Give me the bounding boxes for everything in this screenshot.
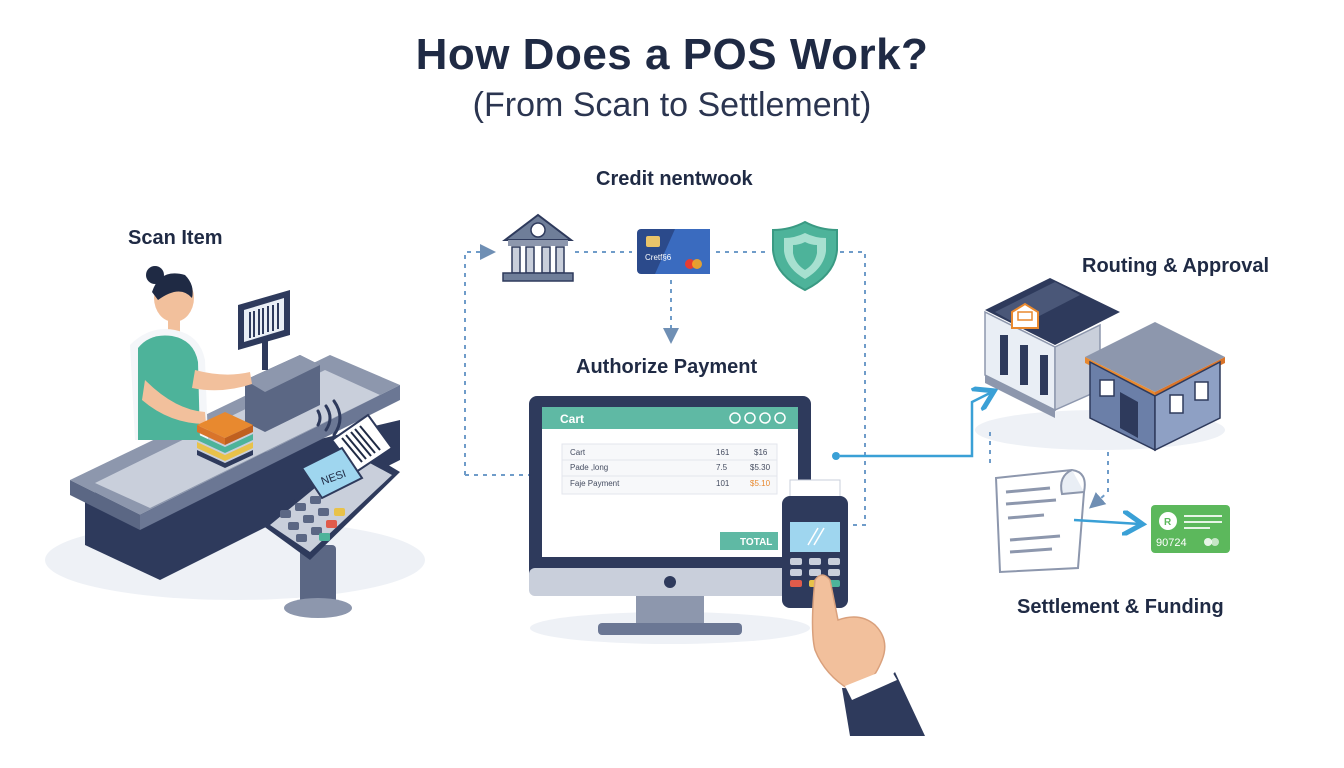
cart-row-qty: 7.5 xyxy=(716,463,728,472)
customer-display-icon xyxy=(238,290,290,370)
step-label-routing-approval: Routing & Approval xyxy=(1082,255,1270,277)
step-label-authorize-payment: Authorize Payment xyxy=(576,356,758,378)
flow-arrow-to-funding xyxy=(1073,520,1140,524)
settlement-flow-lines xyxy=(989,432,1109,509)
cashier-figure xyxy=(130,266,252,440)
flow-arrow-to-bank xyxy=(832,392,992,460)
credit-card-text: Cretf§6 xyxy=(645,253,672,262)
pointing-hand-icon xyxy=(811,574,925,736)
security-shield-icon xyxy=(772,220,838,292)
svg-text:R: R xyxy=(1164,517,1172,528)
cart-row-price: $5.10 xyxy=(750,479,771,488)
dashed-flow-lines xyxy=(464,244,866,526)
funding-card-number: 90724 xyxy=(1156,537,1187,549)
step-label-settlement-funding: Settlement & Funding xyxy=(1017,596,1224,618)
step-label-credit-network: Credit nentwook xyxy=(596,168,753,190)
credit-card-icon: Cretf§6 xyxy=(637,229,710,274)
cart-header-icons xyxy=(729,412,786,424)
contactless-icon xyxy=(316,399,342,437)
step-label-scan-item: Scan Item xyxy=(128,227,223,249)
cart-row-price: $5.30 xyxy=(750,463,771,472)
pos-monitor: Cart Cart 161 $16 Pade ,long 7.5 $5.30 F… xyxy=(529,396,811,644)
funding-card-icon: R 90724 xyxy=(1151,505,1230,553)
table-row: Faje Payment 101 $5.10 xyxy=(570,479,771,488)
cart-row-name: Cart xyxy=(570,448,586,457)
page-subtitle: (From Scan to Settlement) xyxy=(472,86,872,124)
table-row: Cart 161 $16 xyxy=(570,448,768,457)
page-title: How Does a POS Work? xyxy=(415,30,929,79)
cart-row-price: $16 xyxy=(754,448,768,457)
bank-icon xyxy=(502,213,574,282)
cart-table: Cart 161 $16 Pade ,long 7.5 $5.30 Faje P… xyxy=(562,448,777,488)
table-row: Pade ,long 7.5 $5.30 xyxy=(570,463,771,472)
statement-receipt-icon xyxy=(994,468,1086,574)
cart-header-title: Cart xyxy=(560,412,584,426)
cart-row-name: Faje Payment xyxy=(570,479,620,488)
store-building-icon xyxy=(1085,322,1225,452)
cart-total-label: TOTAL xyxy=(740,537,772,548)
card-terminal-left: NESI xyxy=(262,413,400,618)
cart-row-name: Pade ,long xyxy=(570,463,608,472)
cart-row-qty: 161 xyxy=(716,448,730,457)
scanned-items-icon xyxy=(197,412,253,468)
cart-row-qty: 101 xyxy=(716,479,730,488)
